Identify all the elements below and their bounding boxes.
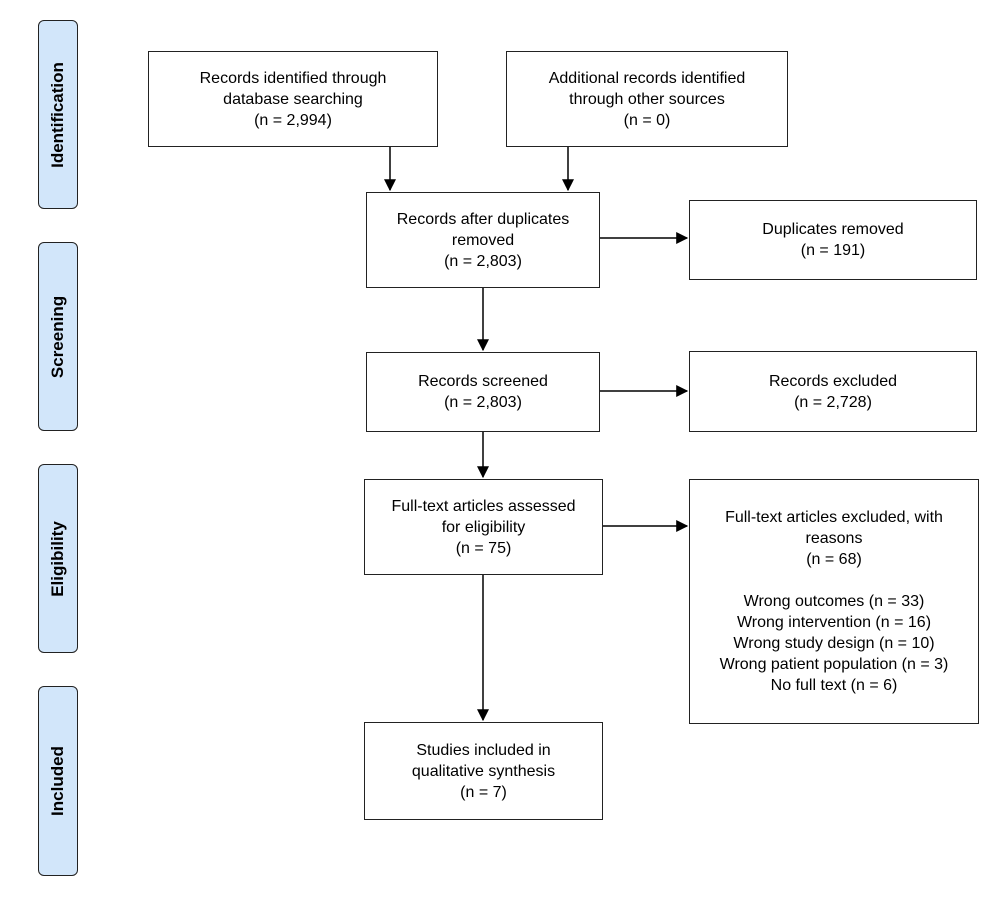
box-other-sources: Additional records identified through ot… <box>506 51 788 147</box>
box-line: Records excluded <box>768 372 898 390</box>
box-line: reasons <box>805 530 863 547</box>
box-count: (n = 0) <box>623 111 671 129</box>
box-line: through other sources <box>569 90 725 108</box>
box-duplicates-removed: Duplicates removed (n = 191) <box>689 200 977 280</box>
box-line: Records screened <box>418 373 548 390</box>
box-line: Additional records identified <box>548 69 746 87</box>
exclusion-reason: Wrong study design (n = 10) <box>733 635 935 652</box>
exclusion-reason: Wrong patient population (n = 3) <box>719 656 949 673</box>
box-line: removed <box>451 231 515 249</box>
exclusion-reason: Wrong outcomes (n = 33) <box>743 593 925 610</box>
phase-screening-label: Screening <box>48 295 67 378</box>
box-count: (n = 7) <box>460 783 507 801</box>
box-line: database searching <box>223 90 363 108</box>
box-fulltext-assessed: Full-text articles assessed for eligibil… <box>364 479 603 575</box>
box-line: Full-text articles excluded, with <box>725 509 943 526</box>
phase-eligibility-label: Eligibility <box>48 520 67 597</box>
box-count: (n = 2,803) <box>444 252 522 270</box>
exclusion-reason: Wrong intervention (n = 16) <box>736 614 932 631</box>
phase-included-label: Included <box>48 746 67 816</box>
box-count: (n = 191) <box>800 242 866 259</box>
box-line: Records identified through <box>199 69 387 87</box>
box-count: (n = 68) <box>806 551 862 568</box>
box-line: Full-text articles assessed <box>391 497 576 515</box>
phase-included: Included <box>38 686 78 876</box>
box-line: qualitative synthesis <box>411 762 556 780</box>
box-fulltext-excluded: Full-text articles excluded, with reason… <box>689 479 979 724</box>
box-database-search: Records identified through database sear… <box>148 51 438 147</box>
box-after-duplicates: Records after duplicates removed (n = 2,… <box>366 192 600 288</box>
box-line: Studies included in <box>416 741 551 759</box>
box-records-screened: Records screened (n = 2,803) <box>366 352 600 432</box>
exclusion-reason: No full text (n = 6) <box>770 677 898 694</box>
box-included-studies: Studies included in qualitative synthesi… <box>364 722 603 820</box>
phase-identification: Identification <box>38 20 78 209</box>
phase-identification-label: Identification <box>48 61 67 168</box>
prisma-flow-diagram: Identification Screening Eligibility Inc… <box>3 0 997 898</box>
box-records-excluded: Records excluded (n = 2,728) <box>689 351 977 432</box>
box-count: (n = 2,994) <box>254 111 332 129</box>
box-line: Duplicates removed <box>762 221 904 238</box>
box-count: (n = 2,803) <box>444 394 522 411</box>
connector-arrows <box>384 147 689 722</box>
box-count: (n = 2,728) <box>794 393 872 411</box>
box-line: Records after duplicates <box>396 210 570 228</box>
box-count: (n = 75) <box>455 539 512 557</box>
phase-screening: Screening <box>38 242 78 431</box>
box-line: for eligibility <box>441 518 526 536</box>
phase-eligibility: Eligibility <box>38 464 78 653</box>
